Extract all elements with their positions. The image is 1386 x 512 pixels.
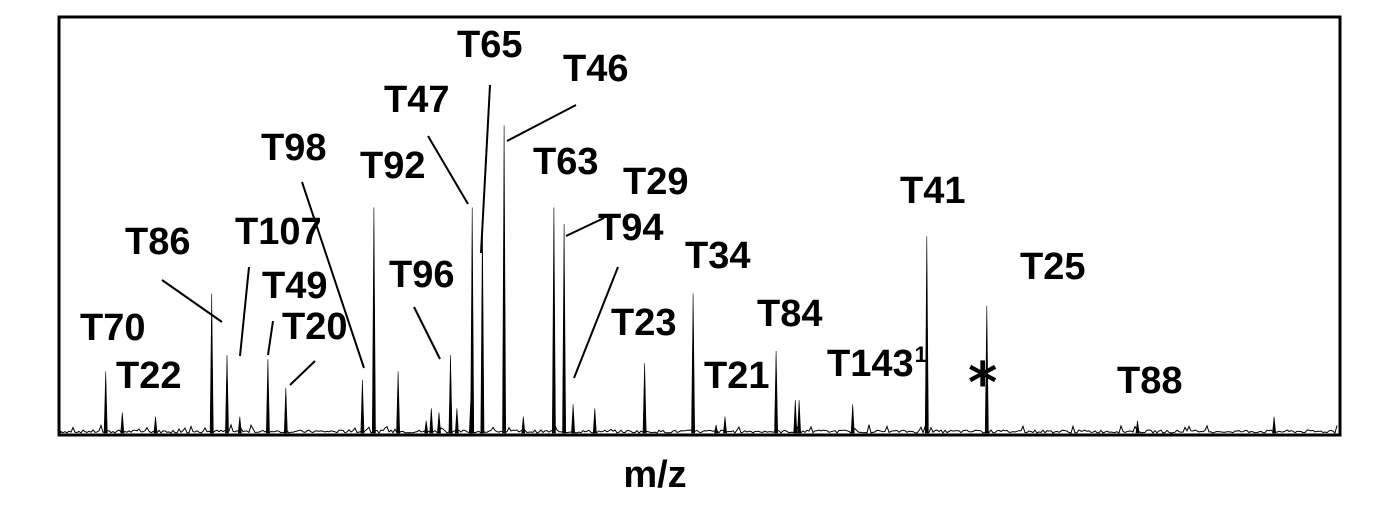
leader-line-1 xyxy=(239,266,250,357)
peak-label-t34: T34 xyxy=(685,235,750,277)
peak-label-t22: T22 xyxy=(116,355,181,397)
peak-label-t70: T70 xyxy=(80,307,145,349)
leader-line-9 xyxy=(565,217,605,237)
spectrum-peaks xyxy=(103,125,1277,434)
asterisk-marker: * xyxy=(968,351,997,416)
peak-label-t41: T41 xyxy=(900,170,965,212)
peak-label-superscript: 1 xyxy=(915,342,927,367)
leader-line-0 xyxy=(161,279,223,323)
peak-4 xyxy=(225,355,229,434)
peak-label-t84: T84 xyxy=(757,293,822,335)
peak-5 xyxy=(237,416,242,434)
peak-33 xyxy=(924,236,929,434)
peak-9 xyxy=(371,207,376,434)
peak-31 xyxy=(797,400,802,434)
peak-20 xyxy=(521,416,526,434)
x-axis-label: m/z xyxy=(623,454,686,496)
leader-line-10 xyxy=(573,266,619,379)
peak-2 xyxy=(153,416,158,434)
peak-19 xyxy=(502,125,507,434)
leader-line-6 xyxy=(480,84,491,254)
peak-25 xyxy=(642,363,647,434)
peak-7 xyxy=(283,387,288,434)
peak-32 xyxy=(850,404,855,434)
peak-label-t23: T23 xyxy=(611,302,676,344)
peak-12 xyxy=(429,408,434,434)
peak-label-t29: T29 xyxy=(623,161,688,203)
peak-28 xyxy=(723,416,727,434)
peak-label-t46: T46 xyxy=(563,48,628,90)
peak-27 xyxy=(714,424,719,434)
peak-6 xyxy=(265,359,270,434)
peak-label-t107: T107 xyxy=(235,211,322,253)
leader-line-3 xyxy=(289,360,316,386)
peak-24 xyxy=(592,408,597,434)
leader-line-2 xyxy=(267,320,274,356)
peak-34 xyxy=(984,305,989,434)
peak-label-t25: T25 xyxy=(1020,246,1085,288)
peak-21 xyxy=(551,207,556,434)
peak-26 xyxy=(691,293,696,434)
peak-30 xyxy=(793,400,798,434)
peak-29 xyxy=(774,350,779,434)
peak-label-t98: T98 xyxy=(261,127,326,169)
spectrum-baseline xyxy=(60,423,1338,434)
peak-3 xyxy=(209,293,214,434)
peak-13 xyxy=(437,412,441,434)
peak-23 xyxy=(571,404,576,434)
peak-label-t47: T47 xyxy=(384,79,449,121)
peak-label-t94: T94 xyxy=(598,207,663,249)
peak-label-t96: T96 xyxy=(389,254,454,296)
plot-frame xyxy=(57,15,1342,437)
peak-14 xyxy=(448,355,453,434)
peak-label-t21: T21 xyxy=(704,355,769,397)
peak-15 xyxy=(454,408,459,434)
peak-label-t65: T65 xyxy=(457,24,522,66)
label-leader-lines xyxy=(161,84,619,386)
peak-10 xyxy=(396,371,401,434)
peak-17 xyxy=(470,207,475,434)
peak-label-t88: T88 xyxy=(1117,360,1182,402)
leader-line-7 xyxy=(506,104,577,142)
peak-0 xyxy=(103,371,108,434)
peak-11 xyxy=(424,420,429,434)
peak-label-t86: T86 xyxy=(125,221,190,263)
peak-label-t143: T143 xyxy=(827,343,914,385)
peak-22 xyxy=(562,223,567,434)
leader-line-4 xyxy=(301,181,365,369)
leader-line-8 xyxy=(413,306,441,360)
peak-label-t20: T20 xyxy=(282,306,347,348)
peak-8 xyxy=(360,379,365,434)
peak-label-t92: T92 xyxy=(360,145,425,187)
peak-35 xyxy=(1135,420,1140,434)
peak-18 xyxy=(480,227,485,434)
peak-1 xyxy=(120,412,125,434)
peak-36 xyxy=(1272,416,1277,434)
peak-label-t63: T63 xyxy=(533,141,598,183)
leader-line-5 xyxy=(427,135,469,205)
peak-label-t49: T49 xyxy=(262,265,327,307)
